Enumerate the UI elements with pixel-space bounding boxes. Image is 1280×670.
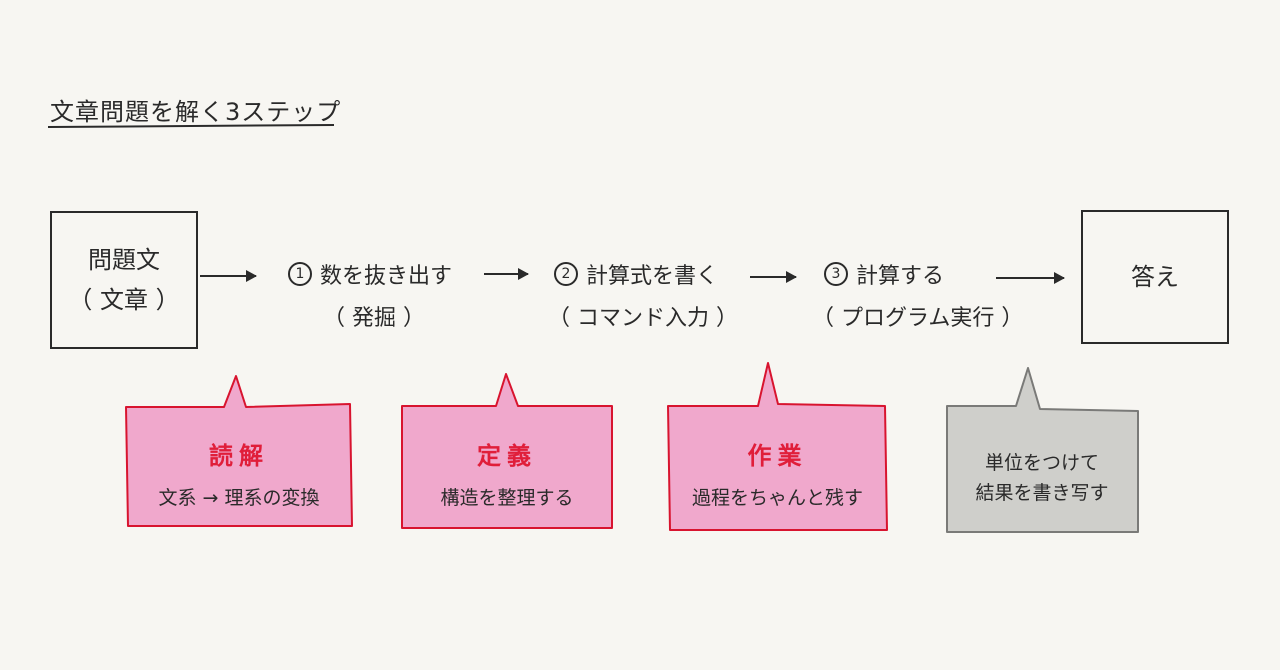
note-units-line2: 結果を書き写す xyxy=(975,482,1109,504)
step-1-head: 1 数を抜き出す xyxy=(275,258,471,290)
callout-units xyxy=(946,367,1139,533)
callout-definition xyxy=(401,373,613,529)
step-2-number: 2 xyxy=(554,262,578,286)
note-definition: 定義 構造を整理する xyxy=(402,420,612,525)
step-1-label: 数を抜き出す xyxy=(320,264,453,289)
problem-label: 問題文 xyxy=(88,246,160,274)
problem-box: 問題文 （ 文章 ） xyxy=(50,211,198,349)
step-3-label: 計算する xyxy=(856,264,945,289)
note-units: 単位をつけて 結果を書き写す xyxy=(946,428,1138,528)
note-units-line1: 単位をつけて xyxy=(984,452,1099,474)
note-reading-text: 文系 → 理系の変換 xyxy=(158,486,320,509)
step-1-number: 1 xyxy=(288,262,312,286)
answer-box: 答え xyxy=(1081,210,1229,344)
step-3-number: 3 xyxy=(824,262,848,286)
step-2-head: 2 計算式を書く xyxy=(541,258,737,290)
problem-sub-label: （ 文章 ） xyxy=(68,286,180,314)
callout-reading xyxy=(125,375,353,527)
step-3-sub: （ プログラム実行 ） xyxy=(812,306,1024,331)
step-2: 2 計算式を書く xyxy=(541,258,737,290)
note-definition-text: 構造を整理する xyxy=(440,486,574,509)
note-work-text: 過程をちゃんと残す xyxy=(691,486,863,509)
step-2-label: 計算式を書く xyxy=(586,264,719,289)
note-work: 作業 過程をちゃんと残す xyxy=(670,420,885,525)
callout-work xyxy=(667,362,888,531)
step-3: 3 計算する xyxy=(811,258,963,290)
note-work-title: 作業 xyxy=(747,441,808,470)
answer-label: 答え xyxy=(1131,263,1179,291)
step-2-sub: （ コマンド入力 ） xyxy=(548,306,738,331)
step-1: 1 数を抜き出す xyxy=(275,258,471,290)
note-definition-title: 定義 xyxy=(477,441,537,470)
note-reading: 読解 文系 → 理系の変換 xyxy=(126,420,352,525)
step-1-sub: （ 発掘 ） xyxy=(323,306,425,331)
step-3-head: 3 計算する xyxy=(811,258,963,290)
page-title: 文章問題を解く3ステップ xyxy=(50,98,342,126)
note-reading-title: 読解 xyxy=(209,441,269,470)
